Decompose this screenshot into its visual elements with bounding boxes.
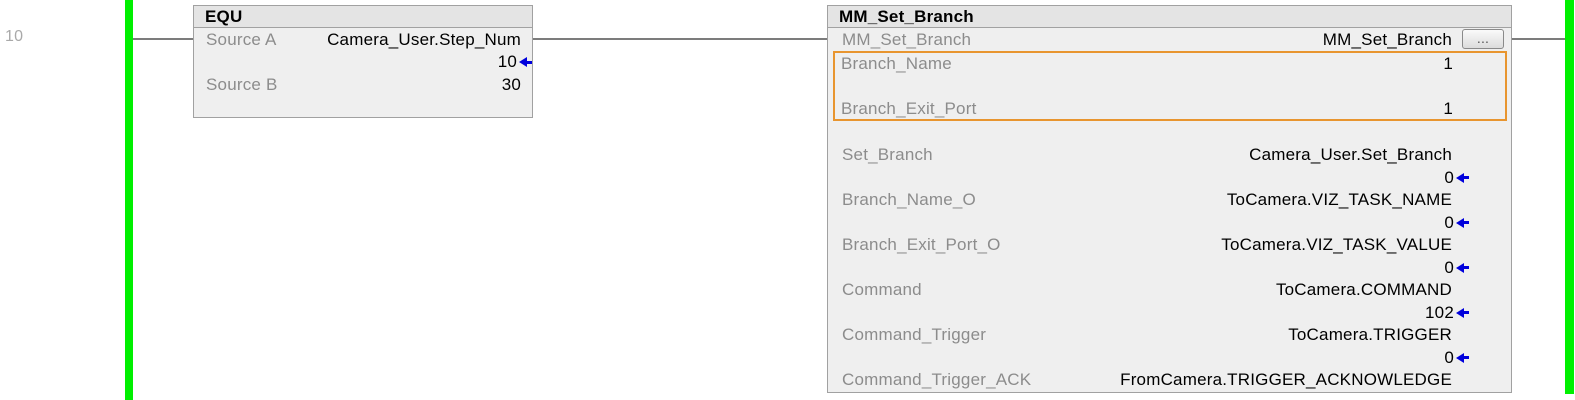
param-label: Command: [842, 280, 922, 299]
equ-instruction-block[interactable]: EQU Source A Camera_User.Step_Num 10 Sou…: [193, 5, 533, 118]
equ-source-a-value-row: 10: [194, 51, 532, 73]
param-label-row: Branch_Exit_Port_O ToCamera.VIZ_TASK_VAL…: [828, 234, 1511, 256]
param-value[interactable]: 0: [1444, 347, 1454, 367]
equ-source-b-row: Source B 30: [194, 73, 532, 96]
pending-value-arrow-icon: [519, 57, 533, 67]
branch-name-value[interactable]: 1: [1443, 53, 1453, 73]
param-value-row: 0: [828, 211, 1511, 234]
param-operand[interactable]: ToCamera.VIZ_TASK_VALUE: [1221, 235, 1452, 254]
right-power-rail: [1565, 0, 1574, 394]
param-value-row: 102: [828, 301, 1511, 324]
branch-exit-port-row: Branch_Exit_Port 1: [835, 98, 1505, 119]
branch-exit-port-label: Branch_Exit_Port: [841, 98, 977, 118]
param-value[interactable]: 102: [1425, 302, 1454, 322]
browse-button[interactable]: ...: [1462, 29, 1504, 49]
param-label-row: Command_Trigger_ACK FromCamera.TRIGGER_A…: [828, 369, 1511, 391]
param-value[interactable]: 0: [1444, 167, 1454, 187]
aoi-instance-row: MM_Set_Branch MM_Set_Branch ...: [828, 28, 1511, 51]
aoi-instance-tag[interactable]: MM_Set_Branch: [1322, 29, 1452, 49]
rung-wire-segment-middle: [533, 38, 827, 40]
equ-source-b-label: Source B: [206, 74, 278, 94]
param-label: Set_Branch: [842, 145, 933, 164]
rung-number[interactable]: 10: [5, 28, 24, 45]
equ-source-a-label: Source A: [206, 29, 277, 49]
param-operand[interactable]: FromCamera.TRIGGER_ACKNOWLEDGE: [1120, 370, 1452, 389]
equ-source-a-operand[interactable]: Camera_User.Step_Num: [327, 29, 521, 49]
pending-value-arrow-icon: [1456, 262, 1470, 273]
param-label-row: Command ToCamera.COMMAND: [828, 279, 1511, 301]
param-value-row: 0: [828, 346, 1511, 369]
param-operand[interactable]: ToCamera.TRIGGER: [1288, 325, 1452, 344]
param-value[interactable]: 0: [1444, 212, 1454, 232]
param-label-row: Branch_Name_O ToCamera.VIZ_TASK_NAME: [828, 189, 1511, 211]
input-parameter-highlight-box: Branch_Name 1 Branch_Exit_Port 1: [833, 51, 1507, 121]
mm-set-branch-block-title: MM_Set_Branch: [828, 6, 1511, 28]
branch-exit-port-value[interactable]: 1: [1443, 98, 1453, 118]
param-label-row: Command_Trigger ToCamera.TRIGGER: [828, 324, 1511, 346]
param-value-row: 0: [828, 256, 1511, 279]
pending-value-arrow-icon: [1456, 217, 1470, 228]
param-operand[interactable]: ToCamera.VIZ_TASK_NAME: [1226, 190, 1452, 209]
param-label: Command_Trigger_ACK: [842, 370, 1032, 389]
pending-value-arrow-icon: [1456, 172, 1470, 183]
rung-wire-segment-left: [133, 38, 193, 40]
branch-name-row: Branch_Name 1: [835, 53, 1505, 74]
param-label: Command_Trigger: [842, 325, 987, 344]
param-label: Branch_Name_O: [842, 190, 976, 209]
equ-block-title: EQU: [194, 6, 532, 28]
equ-source-a-row: Source A Camera_User.Step_Num: [194, 28, 532, 51]
equ-source-a-value[interactable]: 10: [497, 52, 517, 71]
param-label-row: Set_Branch Camera_User.Set_Branch: [828, 144, 1511, 166]
param-value-row: 0: [828, 166, 1511, 189]
pending-value-arrow-icon: [1456, 307, 1470, 318]
param-operand[interactable]: ToCamera.COMMAND: [1275, 280, 1452, 299]
mm-set-branch-instruction-block[interactable]: MM_Set_Branch MM_Set_Branch MM_Set_Branc…: [827, 5, 1512, 393]
param-value[interactable]: 0: [1444, 257, 1454, 277]
left-power-rail: [125, 0, 133, 400]
param-operand[interactable]: Camera_User.Set_Branch: [1249, 145, 1452, 164]
branch-name-label: Branch_Name: [841, 53, 952, 73]
rung-wire-segment-right: [1512, 38, 1565, 40]
equ-source-b-value[interactable]: 30: [501, 74, 521, 94]
aoi-instance-label: MM_Set_Branch: [842, 29, 972, 49]
param-label: Branch_Exit_Port_O: [842, 235, 1001, 254]
pending-value-arrow-icon: [1456, 352, 1470, 363]
